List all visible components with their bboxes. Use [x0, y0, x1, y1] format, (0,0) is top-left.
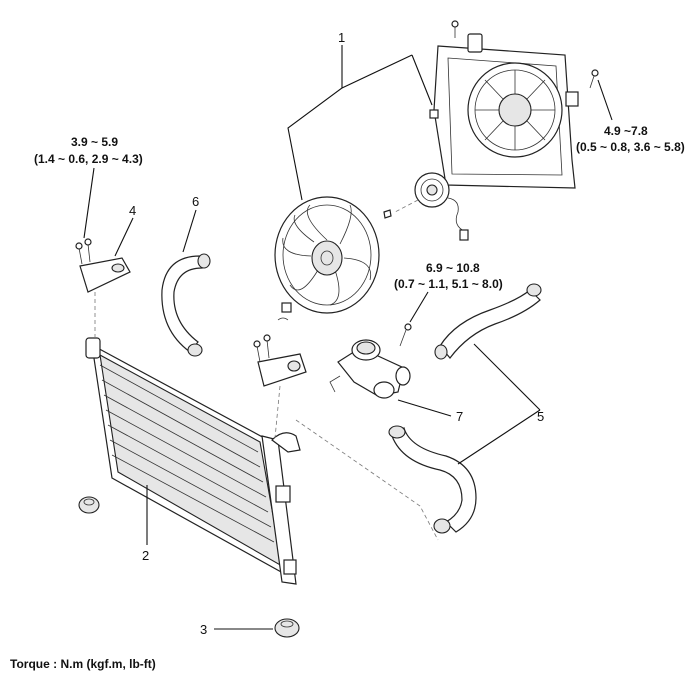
cooling-fan: [274, 196, 380, 314]
torque-bracket-value: 3.9 ~ 5.9: [71, 135, 118, 149]
radiator-hose-upper-right: [434, 283, 542, 360]
callout-7: 7: [456, 409, 463, 424]
torque-housing-value: 6.9 ~ 10.8: [426, 261, 480, 275]
callout-4: 4: [129, 203, 136, 218]
fan-shroud: [429, 33, 579, 189]
rubber-insulator-bottom: [274, 618, 300, 638]
leader-lines: [83, 45, 613, 630]
fan-nut: [277, 302, 292, 321]
radiator-hose-left: [161, 253, 211, 357]
callout-2: 2: [142, 548, 149, 563]
torque-housing-detail: (0.7 ~ 1.1, 5.1 ~ 8.0): [394, 277, 503, 291]
mounting-bracket-right: [253, 334, 307, 439]
callout-5: 5: [537, 409, 544, 424]
coolant-housing: [329, 323, 412, 399]
callout-1: 1: [338, 30, 345, 45]
callout-6: 6: [192, 194, 199, 209]
mounting-bracket-left: [75, 238, 131, 340]
rubber-insulator-left: [78, 496, 100, 514]
callout-3: 3: [200, 622, 207, 637]
fan-motor: [383, 172, 469, 241]
radiator: [85, 337, 301, 585]
torque-bracket-detail: (1.4 ~ 0.6, 2.9 ~ 4.3): [34, 152, 143, 166]
shroud-bolt-top: [451, 20, 459, 38]
torque-shroud-detail: (0.5 ~ 0.8, 3.6 ~ 5.8): [576, 140, 685, 154]
radiator-hose-lower-right: [295, 419, 477, 541]
torque-shroud-value: 4.9 ~7.8: [604, 124, 648, 138]
torque-unit-note: Torque : N.m (kgf.m, lb-ft): [10, 657, 156, 671]
shroud-bolt-right: [589, 69, 599, 89]
